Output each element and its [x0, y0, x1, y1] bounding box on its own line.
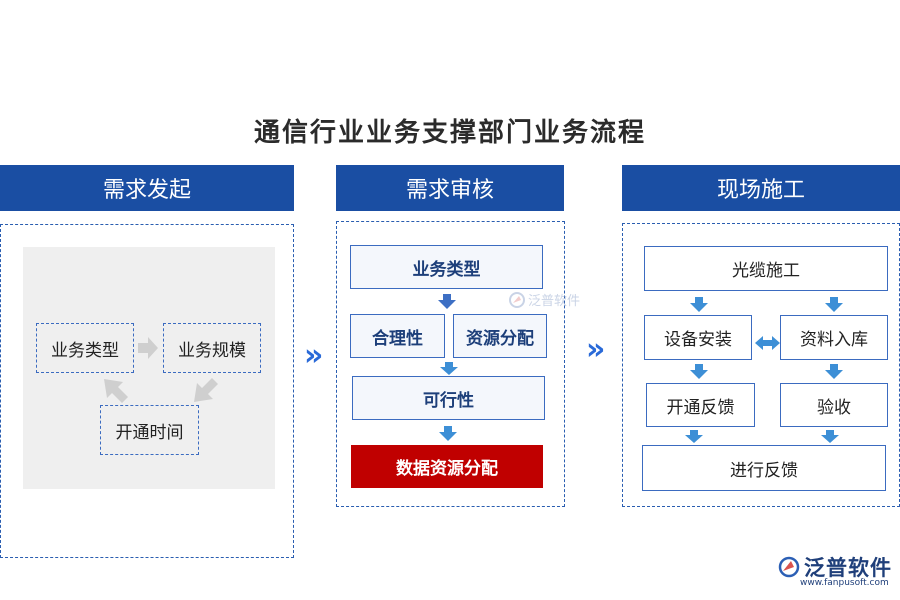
brand-logo: 泛普软件 [778, 552, 892, 582]
node-business-type: 业务类型 [36, 323, 134, 373]
arrow-down-left-icon [194, 378, 218, 402]
arrow-down-icon [821, 430, 839, 443]
node-final-feedback: 进行反馈 [642, 445, 886, 491]
node-data-resource-allocation: 数据资源分配 [351, 445, 543, 488]
page-title: 通信行业业务支撑部门业务流程 [253, 118, 646, 148]
node-data-warehousing: 资料入库 [780, 315, 888, 360]
arrow-down-icon [685, 430, 703, 443]
node-feasibility: 可行性 [352, 376, 545, 420]
arrow-right-icon [138, 337, 158, 359]
node-resource-allocation: 资源分配 [453, 314, 547, 358]
column-header-review: 需求审核 [336, 165, 564, 211]
node-review-business-type: 业务类型 [350, 245, 543, 289]
brand-name: 泛普软件 [804, 556, 892, 580]
node-activation-time: 开通时间 [100, 405, 199, 455]
node-business-scale: 业务规模 [163, 323, 261, 373]
arrow-down-icon [825, 364, 843, 379]
arrow-down-icon [690, 297, 708, 312]
node-rationality: 合理性 [350, 314, 445, 358]
column-header-construction: 现场施工 [622, 165, 900, 211]
arrow-down-icon [439, 426, 457, 441]
arrow-down-icon [440, 362, 458, 375]
arrow-both-icon [755, 336, 780, 350]
watermark: 泛普软件 [508, 290, 580, 309]
column-panel-request [0, 224, 294, 558]
brand-url: www.fanpusoft.com [800, 578, 889, 588]
watermark-logo-icon [509, 291, 525, 308]
brand-logo-icon [778, 556, 800, 578]
node-acceptance: 验收 [780, 383, 888, 427]
node-cable-construction: 光缆施工 [644, 246, 888, 291]
arrow-up-left-icon [104, 379, 128, 403]
node-equipment-install: 设备安装 [644, 315, 752, 360]
column-panel-review [336, 221, 565, 507]
arrow-down-icon [690, 364, 708, 379]
column-header-request: 需求发起 [0, 165, 294, 211]
request-gray-panel [23, 247, 275, 489]
node-activation-feedback: 开通反馈 [646, 383, 755, 427]
arrow-down-icon [825, 297, 843, 312]
arrow-down-icon [438, 294, 456, 309]
watermark-text: 泛普软件 [528, 294, 581, 309]
